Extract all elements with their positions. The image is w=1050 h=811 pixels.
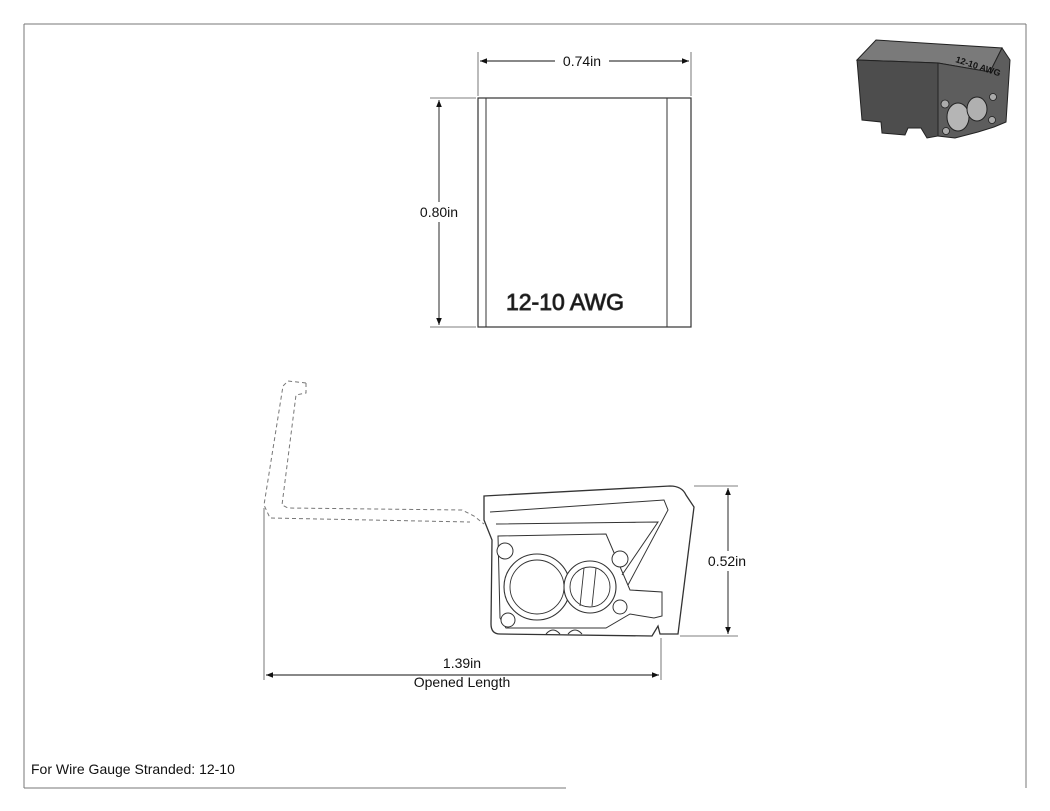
opened-lid-hidden [263,380,485,525]
side-height-label: 0.52in [708,553,746,569]
width-dimension: 0.74in [477,52,692,96]
small-hole [496,542,514,560]
iso-front-face [856,59,939,139]
top-view: 12-10 AWG 0.74in 0.80in [416,52,692,328]
top-view-marking: 12-10 AWG [506,289,624,315]
small-hole [611,550,629,568]
width-dimension-label: 0.74in [563,53,601,69]
opened-length-label: 1.39in [443,655,481,671]
small-hole [612,599,628,615]
iso-view: 12-10 AWG [855,39,1011,139]
wire-hole-right [563,560,617,614]
side-height-dimension: 0.52in [680,485,751,637]
lid-inner-line [489,499,669,586]
iso-wire-hole-right [966,96,988,122]
opened-length-caption: Opened Length [414,674,511,690]
iso-wire-hole-left [946,102,970,132]
height-dimension: 0.80in [416,97,476,328]
opened-length-dimension: 1.39in Opened Length [263,508,662,690]
small-hole [500,612,516,628]
height-dimension-label: 0.80in [420,204,458,220]
footer-note: For Wire Gauge Stranded: 12-10 [31,761,235,777]
wire-hole-left [503,553,571,621]
top-view-outline [477,97,692,328]
sheet-border [23,23,1027,789]
side-view: 0.52in 1.39in Opened Length [263,380,751,690]
